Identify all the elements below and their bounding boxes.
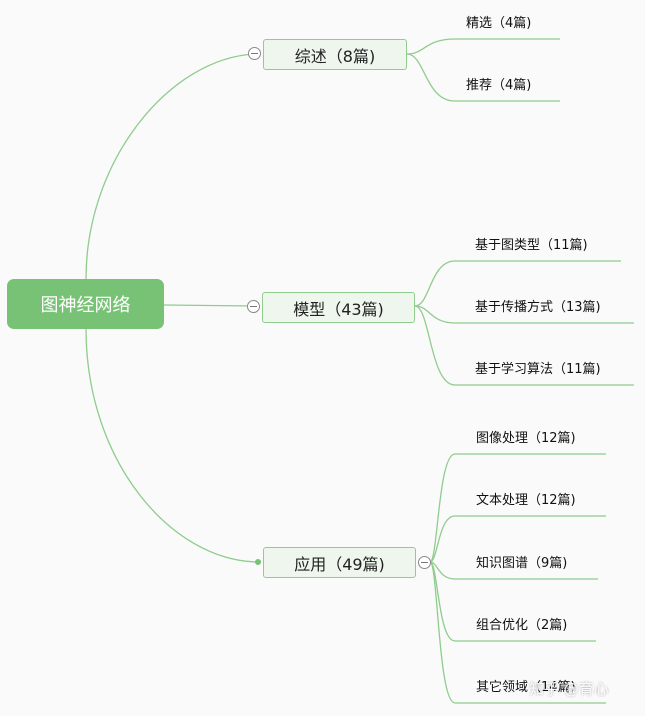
connector-app-leaf-3 — [429, 561, 598, 580]
leaf-models-graph-type[interactable]: 基于图类型（11篇) — [475, 238, 588, 253]
connector-overview-leaf-2 — [406, 53, 560, 102]
connector-model-leaf-1 — [414, 260, 621, 307]
leaf-models-learning-algorithm[interactable]: 基于学习算法（11篇) — [475, 362, 601, 377]
connector-app-leaf-1 — [429, 453, 606, 563]
branch-applications[interactable]: 应用（49篇) — [263, 547, 416, 578]
watermark: 知乎 @育心 — [529, 680, 609, 698]
leaf-app-other-domains[interactable]: 其它领域（14篇) — [476, 680, 576, 695]
branch-overview[interactable]: 综述（8篇) — [263, 39, 407, 70]
connector-overview-leaf-1 — [406, 38, 560, 55]
leaf-app-text[interactable]: 文本处理（12篇) — [476, 493, 576, 508]
leaf-overview-selected[interactable]: 精选（4篇) — [466, 16, 532, 31]
root-node[interactable]: 图神经网络 — [7, 279, 164, 329]
leaf-app-image[interactable]: 图像处理（12篇) — [476, 431, 576, 446]
leaf-app-combinatorial-optimization[interactable]: 组合优化（2篇) — [476, 618, 568, 633]
branch-models[interactable]: 模型（43篇) — [262, 292, 415, 323]
connector-app-leaf-2 — [429, 515, 606, 563]
connector-model-leaf-2 — [414, 305, 634, 324]
leaf-models-propagation[interactable]: 基于传播方式（13篇) — [475, 300, 601, 315]
collapse-toggle-models[interactable] — [247, 300, 260, 313]
leaf-app-knowledge-graph[interactable]: 知识图谱（9篇) — [476, 556, 568, 571]
collapse-toggle-overview[interactable] — [248, 47, 261, 60]
connector-root-to-models — [163, 304, 256, 307]
connector-root-to-overview — [85, 53, 256, 280]
collapse-toggle-applications[interactable] — [418, 556, 431, 569]
leaf-overview-recommended[interactable]: 推荐（4篇) — [466, 78, 532, 93]
branch-anchor-dot — [255, 559, 261, 565]
connector-app-leaf-5 — [429, 561, 606, 704]
connector-root-to-applications — [85, 328, 258, 563]
connector-model-leaf-3 — [414, 305, 634, 386]
